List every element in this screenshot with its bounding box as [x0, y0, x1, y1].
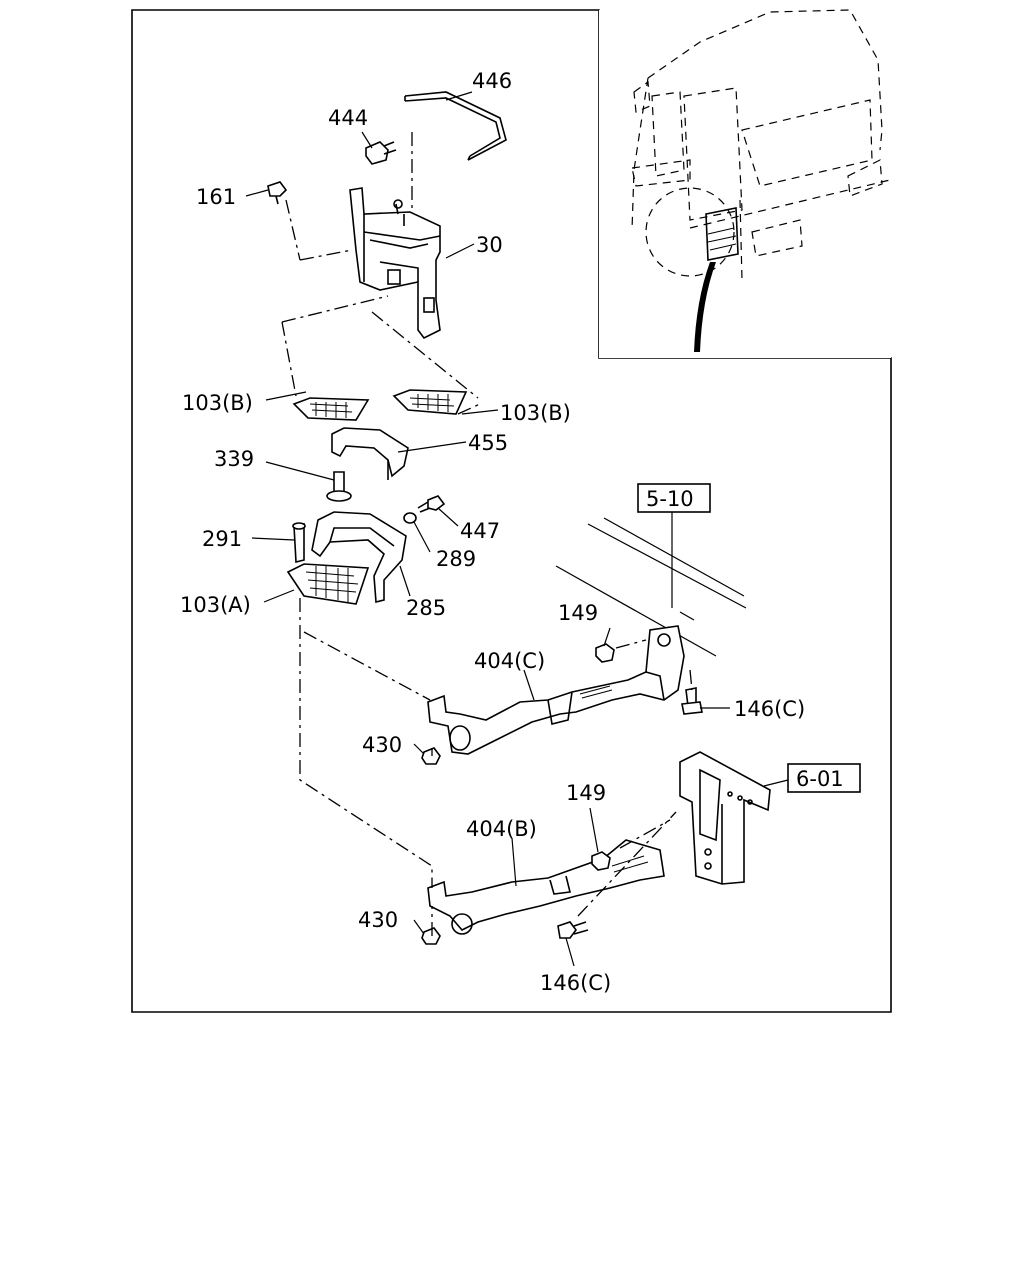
part-149-nut-upper [595, 643, 615, 663]
ref-box-5-10: 5-10 [637, 483, 711, 513]
label-146c-upper: 146(C) [734, 697, 805, 721]
ref-label-5-10: 5-10 [646, 487, 694, 511]
ref-box-6-01: 6-01 [787, 763, 861, 793]
label-404c: 404(C) [474, 649, 545, 673]
label-339: 339 [214, 447, 254, 471]
label-455: 455 [468, 431, 508, 455]
part-30-bracket [349, 187, 441, 340]
label-30: 30 [476, 233, 503, 257]
part-430-nut-lower [421, 927, 441, 945]
chassis-frame [555, 517, 747, 657]
label-161: 161 [196, 185, 236, 209]
part-404c-arm [427, 625, 685, 755]
part-447-bolt [417, 495, 446, 513]
part-103a-step [286, 563, 370, 605]
label-447: 447 [460, 519, 500, 543]
part-430-nut-upper [421, 747, 441, 765]
label-404b: 404(B) [466, 817, 537, 841]
part-455-bracket [331, 427, 409, 480]
truck-cab-inset [599, 9, 891, 358]
label-289: 289 [436, 547, 476, 571]
label-103b-left: 103(B) [182, 391, 253, 415]
part-285-bracket [311, 511, 407, 604]
part-161-bolt [267, 181, 288, 205]
part-291-bolt [292, 522, 306, 564]
label-103b-right: 103(B) [500, 401, 571, 425]
label-430-upper: 430 [362, 733, 402, 757]
leader-lines [245, 91, 789, 967]
label-285: 285 [406, 596, 446, 620]
label-103a: 103(A) [180, 593, 251, 617]
part-404b-arm [427, 839, 665, 935]
part-289-washer [403, 512, 417, 524]
label-149-lower: 149 [566, 781, 606, 805]
label-146c-lower: 146(C) [540, 971, 611, 995]
label-444: 444 [328, 106, 368, 130]
part-149-nut-lower [591, 851, 611, 871]
part-103b-left-step [292, 397, 370, 421]
label-430-lower: 430 [358, 908, 398, 932]
part-601-bracket [679, 751, 771, 885]
part-146c-bolt-lower [557, 921, 589, 939]
part-146c-bolt-upper [681, 687, 703, 715]
part-103b-right-step [392, 389, 468, 415]
ref-label-6-01: 6-01 [796, 767, 844, 791]
label-446: 446 [472, 69, 512, 93]
label-149-upper: 149 [558, 601, 598, 625]
part-339-pin [326, 471, 352, 502]
label-291: 291 [202, 527, 242, 551]
part-446-rod [404, 91, 507, 161]
assembly-lines [281, 132, 693, 936]
